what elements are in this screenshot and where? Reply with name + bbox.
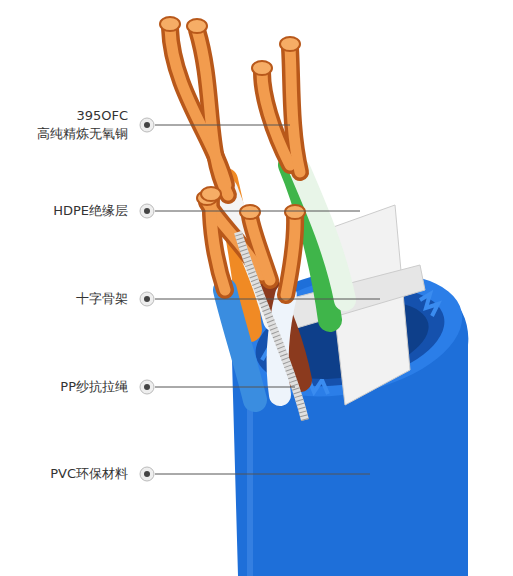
part-label: HDPE绝缘层	[53, 202, 128, 220]
pp-rope	[238, 232, 305, 420]
white-insulation	[300, 170, 345, 300]
part-label: 十字骨架	[76, 290, 128, 308]
part-label: 395OFC	[76, 107, 128, 125]
copper-conductors	[160, 17, 305, 295]
part-label: 高纯精炼无氧铜	[37, 125, 128, 143]
blue-insulation	[225, 290, 255, 400]
leader-lines	[155, 125, 380, 474]
part-label: PVC环保材料	[50, 465, 128, 483]
part-label: PP纱抗拉绳	[60, 378, 128, 396]
pp-rope-texture	[238, 232, 305, 420]
bullets	[140, 118, 154, 481]
